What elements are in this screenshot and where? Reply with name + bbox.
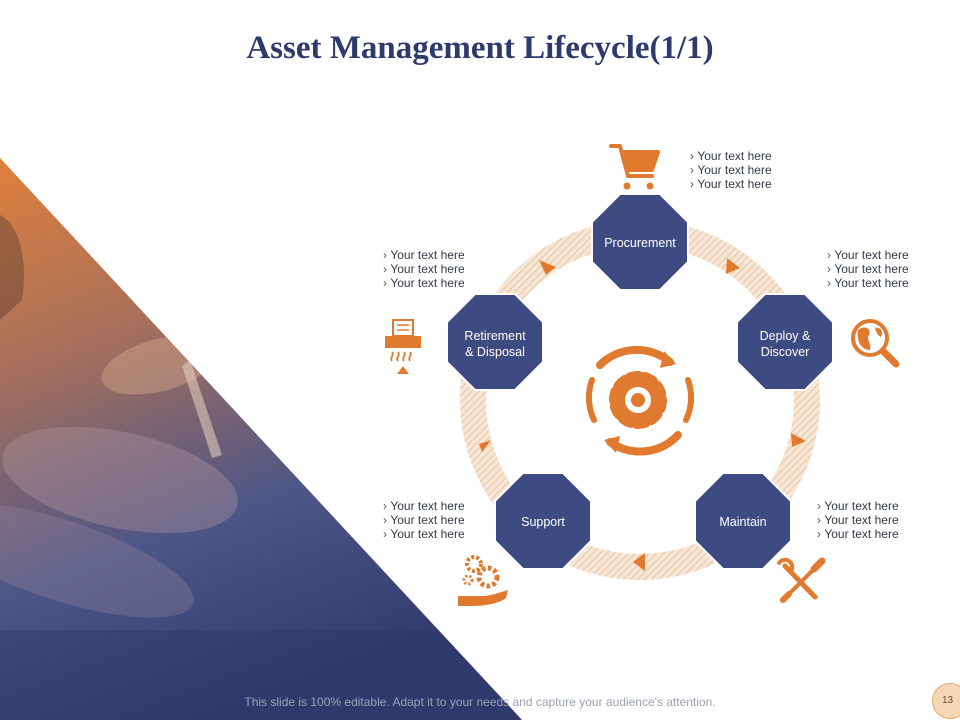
flow-arrow — [539, 260, 556, 275]
flow-arrow — [726, 258, 740, 274]
bullet-list-retirement-disposal: Your text here Your text here Your text … — [383, 248, 464, 290]
flow-arrow — [791, 433, 806, 447]
bullet-item: Your text here — [383, 527, 464, 541]
flow-arrow — [633, 553, 645, 571]
stage-label: Deploy & — [760, 329, 811, 343]
bullet-item: Your text here — [827, 262, 908, 276]
bullet-item: Your text here — [690, 149, 771, 163]
bullet-item: Your text here — [383, 276, 464, 290]
stage-label: & Disposal — [465, 345, 525, 359]
stage-maintain[interactable]: Maintain — [694, 472, 792, 570]
bullet-item: Your text here — [690, 177, 771, 191]
bullet-item: Your text here — [817, 527, 898, 541]
stage-label: Support — [521, 515, 565, 529]
bullet-item: Your text here — [383, 262, 464, 276]
page-number: 13 — [932, 683, 960, 719]
wrench-screwdriver-icon — [777, 557, 826, 603]
globe-search-icon — [851, 319, 900, 368]
bullet-item: Your text here — [827, 276, 908, 290]
slide-title: Asset Management Lifecycle(1/1) — [246, 30, 714, 66]
stage-label: Maintain — [719, 515, 766, 529]
bullet-item: Your text here — [817, 513, 898, 527]
bullet-item: Your text here — [827, 248, 908, 262]
bullet-list-deploy-discover: Your text here Your text here Your text … — [827, 248, 908, 290]
bullet-item: Your text here — [383, 499, 464, 513]
bullet-list-maintain: Your text here Your text here Your text … — [817, 499, 898, 541]
footer-note: This slide is 100% editable. Adapt it to… — [244, 695, 716, 709]
gear-cycle-icon — [585, 345, 695, 456]
stage-label: Discover — [761, 345, 810, 359]
stage-support[interactable]: Support — [494, 472, 592, 570]
gears-hand-icon — [458, 555, 508, 606]
bullet-item: Your text here — [383, 513, 464, 527]
bullet-item: Your text here — [383, 248, 464, 262]
shopping-cart-icon — [609, 144, 660, 190]
bullet-list-procurement: Your text here Your text here Your text … — [690, 149, 771, 191]
stage-label: Retirement — [464, 329, 526, 343]
stage-deploy-discover[interactable]: Deploy & Discover — [736, 293, 834, 391]
paper-shredder-icon — [385, 319, 421, 374]
flow-arrow — [479, 440, 491, 452]
stage-retirement-disposal[interactable]: Retirement & Disposal — [446, 293, 544, 391]
stage-label: Procurement — [604, 236, 676, 250]
bullet-item: Your text here — [690, 163, 771, 177]
stage-procurement[interactable]: Procurement — [591, 193, 689, 291]
bullet-list-support: Your text here Your text here Your text … — [383, 499, 464, 541]
flow-arrows — [479, 258, 806, 571]
bullet-item: Your text here — [817, 499, 898, 513]
